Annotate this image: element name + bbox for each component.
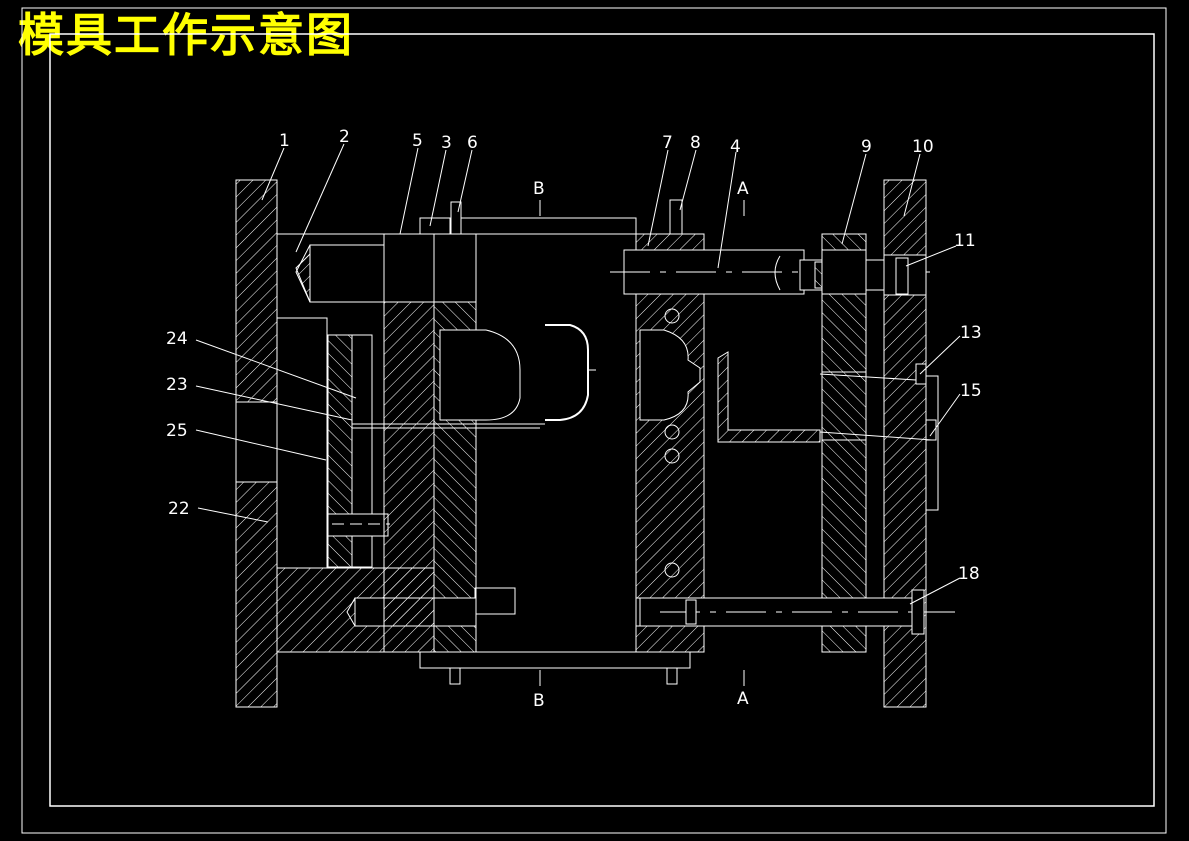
core-right: [639, 329, 701, 421]
cavity-plate-bot: [433, 597, 477, 627]
label-1: 1: [279, 131, 290, 151]
rail-bottom: [419, 651, 691, 669]
label-7: 7: [662, 133, 673, 153]
fixed-plate-lower-clear: [383, 567, 435, 627]
leader-25: [195, 429, 327, 461]
leader-13: [919, 335, 961, 375]
section-a-top: A: [737, 179, 749, 199]
locating-ring-gap: [235, 401, 278, 483]
label-4: 4: [730, 137, 741, 157]
label-8: 8: [690, 133, 701, 153]
label-15: 15: [960, 381, 982, 401]
cylinder-bracket: [925, 375, 939, 511]
leader-4: [717, 151, 737, 269]
core-left: [439, 329, 521, 421]
foot-left: [449, 667, 461, 685]
foot-right: [666, 667, 678, 685]
label-18: 18: [958, 564, 980, 584]
drawing-title: 模具工作示意图: [18, 8, 354, 62]
label-10: 10: [912, 137, 934, 157]
space-plate-mid: [276, 317, 328, 569]
leader-8: [679, 149, 697, 211]
leader-1: [261, 147, 285, 201]
leader-3: [429, 149, 447, 227]
label-22: 22: [168, 499, 190, 519]
pin-8: [669, 199, 683, 235]
outer-frame: [21, 7, 1167, 834]
leader-9: [841, 153, 867, 245]
label-9: 9: [861, 137, 872, 157]
ejector-plate: [351, 334, 373, 568]
return-pin-head: [474, 587, 516, 615]
section-a-bottom: A: [737, 689, 749, 709]
label-5: 5: [412, 131, 423, 151]
leader-15: [929, 393, 961, 437]
label-24: 24: [166, 329, 188, 349]
leader-10: [903, 153, 921, 217]
support-9: [821, 233, 867, 653]
sprue-point-top: [295, 244, 311, 303]
section-b-bottom: B: [533, 691, 545, 711]
section-b-top: B: [533, 179, 545, 199]
leader-7: [647, 149, 669, 247]
label-2: 2: [339, 127, 350, 147]
label-25: 25: [166, 421, 188, 441]
rail-top: [449, 217, 637, 235]
label-6: 6: [467, 133, 478, 153]
moving-plate: [635, 233, 705, 653]
leader-2: [295, 143, 345, 253]
label-3: 3: [441, 133, 452, 153]
leader-23: [195, 385, 353, 421]
cavity-plate-top: [433, 233, 477, 303]
inner-frame: [49, 33, 1155, 807]
leader-18: [909, 577, 961, 605]
label-13: 13: [960, 323, 982, 343]
fixed-plate-clear: [383, 233, 435, 303]
leader-11: [905, 245, 957, 267]
label-23: 23: [166, 375, 188, 395]
ejected-part: [717, 351, 821, 443]
guide-bushing-top: [419, 217, 451, 235]
return-pin-tip: [346, 597, 356, 627]
leader-6: [457, 149, 473, 213]
pin-6: [450, 201, 462, 235]
ejector-rod-bushing: [327, 513, 389, 537]
sprue-bushing-top: [309, 244, 385, 303]
label-11: 11: [954, 231, 976, 251]
leader-5: [399, 147, 419, 235]
leader-24: [195, 339, 357, 399]
product-profile: [545, 324, 589, 421]
leader-22: [197, 507, 269, 523]
